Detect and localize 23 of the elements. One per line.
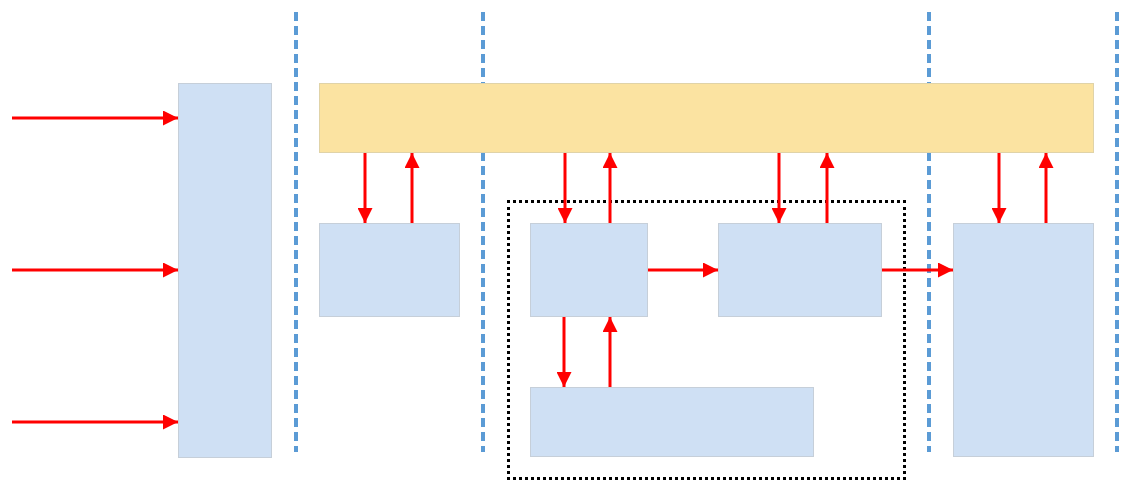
arrow <box>12 414 178 430</box>
process-box <box>718 223 882 317</box>
arrow <box>991 153 1007 223</box>
process-box <box>530 223 648 317</box>
arrow <box>602 153 618 223</box>
arrow <box>819 153 835 223</box>
arrow <box>12 262 178 278</box>
process-box <box>319 223 460 317</box>
arrow <box>771 153 787 223</box>
process-box <box>530 387 814 457</box>
process-box <box>178 83 272 458</box>
arrow <box>12 110 178 126</box>
arrow <box>404 153 420 223</box>
arrow <box>882 262 953 278</box>
arrow <box>556 317 572 387</box>
arrow <box>357 153 373 223</box>
group-frame <box>507 200 906 480</box>
arrow <box>1038 153 1054 223</box>
process-box <box>953 223 1094 457</box>
arrow <box>557 153 573 223</box>
arrow <box>602 317 618 387</box>
process-bar <box>319 83 1094 153</box>
arrow <box>648 262 718 278</box>
